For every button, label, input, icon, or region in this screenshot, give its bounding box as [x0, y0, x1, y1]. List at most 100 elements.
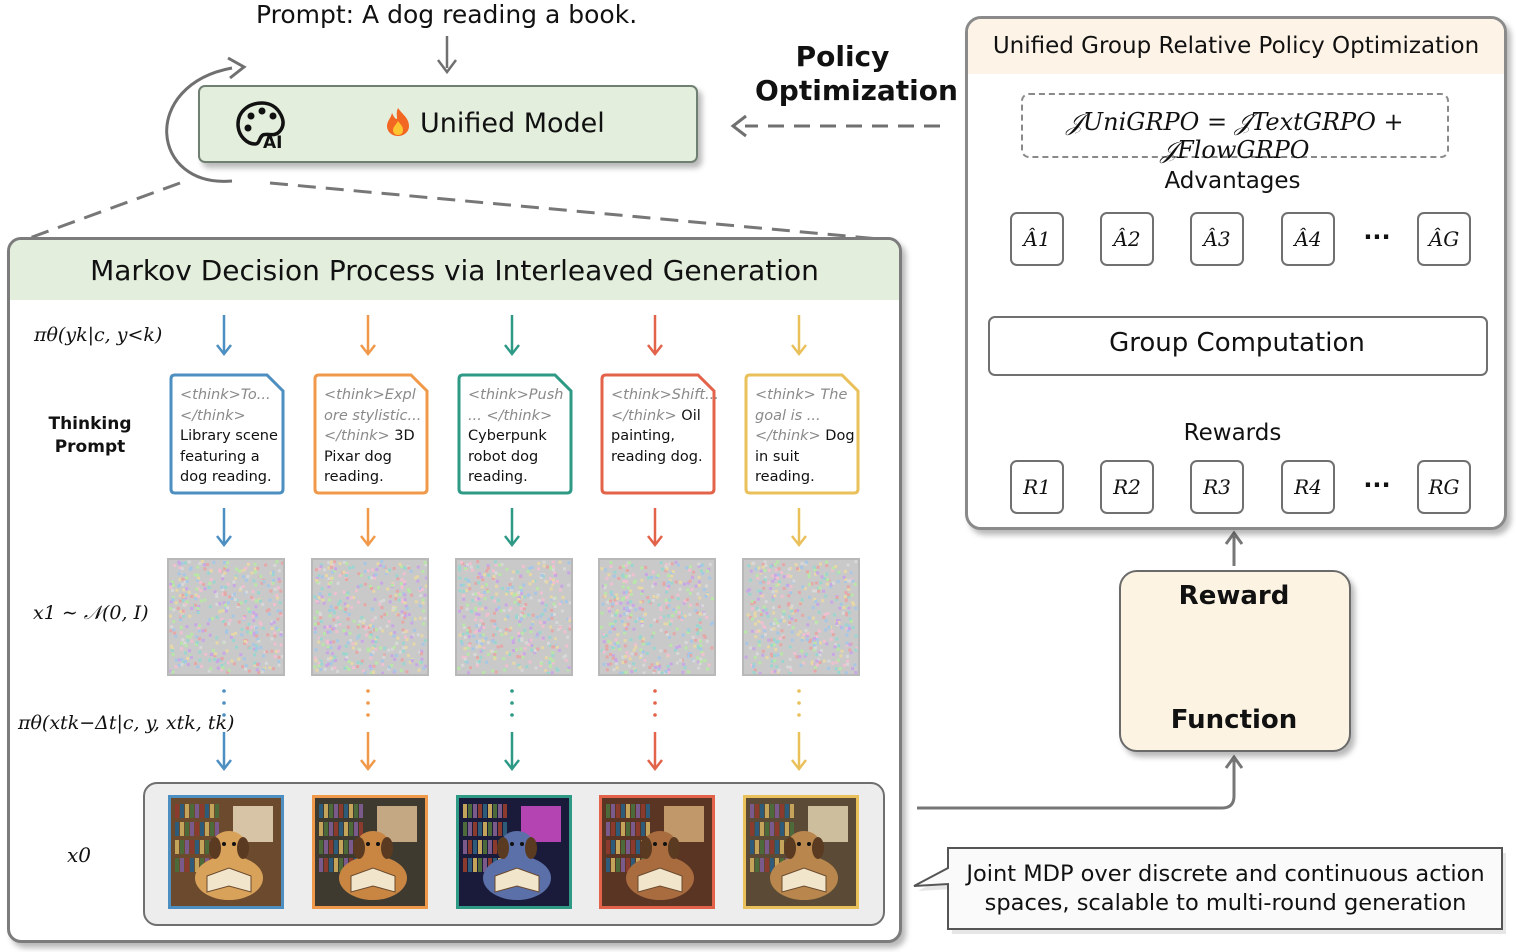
reward-box: R1 — [1010, 460, 1064, 514]
thinking-prompt-label: Thinking Prompt — [48, 414, 132, 457]
mdp-title: Markov Decision Process via Interleaved … — [90, 254, 819, 287]
noise-image — [598, 558, 716, 676]
loop-arrow — [165, 56, 247, 183]
thinking-card-shape — [600, 373, 716, 495]
ellipsis-dot — [222, 689, 226, 693]
prompt-text: Library scene featuring a dog reading. — [180, 428, 278, 485]
objective-formula-box — [1021, 93, 1449, 158]
thinking-card-shape — [169, 373, 285, 495]
ellipsis-dot — [797, 701, 801, 705]
ellipsis-dot — [222, 701, 226, 705]
thinking-card-text: <think>Expl ore stylistic... </think> 3D… — [324, 385, 426, 488]
denoise-arrow — [216, 732, 232, 772]
advantage-value: Â2 — [1113, 227, 1141, 251]
policy-arrow — [791, 315, 807, 357]
think-tag-text: <think>To... </think> — [180, 387, 271, 424]
ellipsis-dot — [510, 689, 514, 693]
noise-image — [455, 558, 573, 676]
think-tag-text: <think>Expl ore stylistic... </think> — [324, 387, 422, 444]
rewards-label: Rewards — [1183, 420, 1282, 446]
prompt-arrow — [437, 36, 457, 75]
reward-box: R2 — [1100, 460, 1154, 514]
card-to-noise-arrow — [791, 508, 807, 548]
denoise-arrow — [647, 732, 663, 772]
advantage-box: Â4 — [1281, 212, 1335, 266]
formula-text: 𝒥UniGRPO = 𝒥TextGRPO + 𝒥FlowGRPO — [1066, 108, 1404, 164]
thinking-card-shape — [744, 373, 860, 495]
policy-arrow — [360, 315, 376, 357]
policy-arrow — [647, 315, 663, 357]
policy-optimization-line1: Policy — [795, 40, 890, 73]
ellipsis-dot — [222, 713, 226, 717]
images-to-reward-arrow — [917, 754, 1244, 810]
reward-ellipsis: ··· — [1355, 460, 1399, 510]
reward-box: R4 — [1281, 460, 1335, 514]
reward-value: R3 — [1203, 475, 1231, 499]
reward-value: R4 — [1294, 475, 1322, 499]
ellipsis-dot — [653, 701, 657, 705]
reward-to-ugrpo-arrow — [1224, 530, 1244, 566]
reward-function-box — [1119, 570, 1351, 752]
think-tag-text: <think> The goal is ... </think> — [755, 387, 848, 444]
reward-function-label-top: Reward — [1178, 581, 1290, 611]
policy-optimization-line2: Optimization — [755, 74, 958, 107]
advantage-value: Â4 — [1294, 227, 1322, 251]
unified-model-label: Unified Model — [420, 108, 605, 139]
policy-arrow — [504, 315, 520, 357]
advantage-value: Â3 — [1203, 227, 1231, 251]
card-to-noise-arrow — [216, 508, 232, 548]
think-tag-text: <think>Shift... </think> — [611, 387, 719, 424]
objective-formula: 𝒥UniGRPO = 𝒥TextGRPO + 𝒥FlowGRPO — [1021, 108, 1449, 164]
advantage-box: ÂG — [1417, 212, 1471, 266]
prompt-text: Prompt: A dog reading a book. — [256, 0, 638, 29]
reward-function-label-bottom: Function — [1170, 705, 1298, 735]
advantage-value: ÂG — [1428, 227, 1460, 251]
fire-icon — [387, 108, 409, 136]
group-computation-box — [988, 316, 1488, 376]
prompt-text: Dog in suit reading. — [755, 428, 855, 485]
prompt-text: Oil painting, reading dog. — [611, 407, 703, 465]
ugrpo-panel: Unified Group Relative Policy Optimizati… — [965, 16, 1507, 530]
card-to-noise-arrow — [647, 508, 663, 548]
advantage-box: Â2 — [1100, 212, 1154, 266]
prompt-text: Cyberpunk robot dog reading. — [468, 428, 547, 485]
callout-box — [913, 847, 1506, 934]
card-to-noise-arrow — [360, 508, 376, 548]
ellipsis-dot — [366, 689, 370, 693]
thinking-card-text: <think>Push ... </think> Cyberpunk robot… — [468, 385, 570, 488]
denoise-arrow — [504, 732, 520, 772]
think-tag-text: <think>Push ... </think> — [468, 387, 564, 424]
policy-optimization-label: Policy Optimization — [755, 40, 958, 108]
noise-image — [167, 558, 285, 676]
reward-value: R1 — [1023, 475, 1051, 499]
ellipsis-dot — [797, 713, 801, 717]
noise-image — [311, 558, 429, 676]
reward-value: R2 — [1113, 475, 1141, 499]
prompt-text: 3D Pixar dog reading. — [324, 428, 415, 485]
generated-image — [312, 795, 428, 909]
denoise-arrow — [791, 732, 807, 772]
policy-flow-label: πθ(xtk−Δt|c, y, xtk, tk) — [18, 712, 235, 734]
generated-image — [456, 795, 572, 909]
generated-image — [599, 795, 715, 909]
ellipsis-dot — [510, 713, 514, 717]
reward-value: RG — [1428, 475, 1460, 499]
ellipsis-dot — [653, 689, 657, 693]
thinking-card-text: <think>To... </think> Library scene feat… — [180, 385, 282, 488]
callout-text: Joint MDP over discrete and continuous a… — [966, 861, 1485, 916]
policy-text-label: πθ(yk|c, y<k) — [34, 324, 163, 346]
advantage-value: ··· — [1363, 223, 1391, 251]
ellipsis-dot — [653, 713, 657, 717]
ugrpo-header — [968, 19, 1504, 74]
advantage-box: Â3 — [1190, 212, 1244, 266]
reward-box: RG — [1417, 460, 1471, 514]
ellipsis-dot — [366, 713, 370, 717]
ellipsis-dot — [366, 701, 370, 705]
noise-label: x1 ∼ 𝒩(0, I) — [33, 602, 149, 624]
mdp-header — [10, 240, 899, 300]
thinking-card-shape — [313, 373, 429, 495]
output-label: x0 — [67, 843, 92, 867]
advantages-label: Advantages — [1164, 168, 1301, 194]
denoise-arrow — [360, 732, 376, 772]
